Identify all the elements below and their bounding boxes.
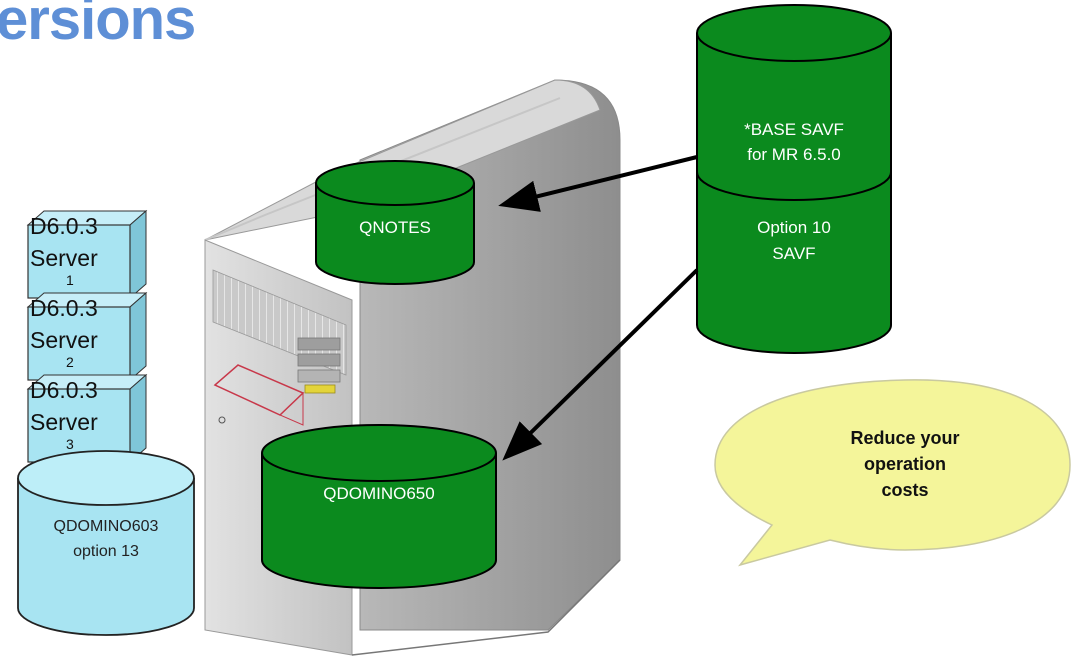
qnotes-label: QNOTES xyxy=(359,218,431,237)
callout-line-2: operation xyxy=(863,454,946,475)
server-3-name: Server xyxy=(30,409,98,435)
page-title: ersions xyxy=(0,0,196,52)
server-1-number: 1 xyxy=(66,272,74,288)
callout-text: Reduce your operation costs xyxy=(815,425,995,503)
server-cube-2 xyxy=(26,291,148,382)
qdomino650-label: QDOMINO650 xyxy=(323,484,435,503)
server-2-name: Server xyxy=(30,327,98,353)
server-3-version: D6.0.3 xyxy=(30,377,98,403)
callout-bubble xyxy=(714,379,1071,567)
server-2-version: D6.0.3 xyxy=(30,295,98,321)
option10-savf: SAVF xyxy=(772,244,816,264)
base-savf-name: *BASE SAVF xyxy=(744,120,844,139)
qdomino603-label: QDOMINO603 option 13 xyxy=(18,515,194,565)
server-2-number: 2 xyxy=(66,354,74,370)
qdomino603-option: option 13 xyxy=(73,542,139,560)
server-1-name: Server xyxy=(30,245,98,271)
base-savf-label: *BASE SAVF for MR 6.5.0 xyxy=(697,118,891,167)
option10-name: Option 10 xyxy=(757,218,831,237)
callout-line-1: Reduce your xyxy=(850,428,960,448)
qdomino650-cylinder xyxy=(261,424,497,589)
qdomino603-cylinder xyxy=(17,450,195,636)
qdomino603-name: QDOMINO603 xyxy=(53,518,159,535)
callout-line-3: costs xyxy=(881,480,929,501)
arrow-to-qnotes xyxy=(498,155,698,212)
option10-savf-label: Option 10 SAVF xyxy=(697,215,891,268)
savf-cylinder xyxy=(696,4,892,354)
server-cube-3 xyxy=(26,373,148,464)
arrow-to-qdomino650 xyxy=(502,268,699,461)
server-1-version: D6.0.3 xyxy=(30,213,98,239)
qnotes-cylinder xyxy=(315,160,475,285)
server-3-number: 3 xyxy=(66,436,74,452)
base-savf-release: for MR 6.5.0 xyxy=(747,144,841,164)
